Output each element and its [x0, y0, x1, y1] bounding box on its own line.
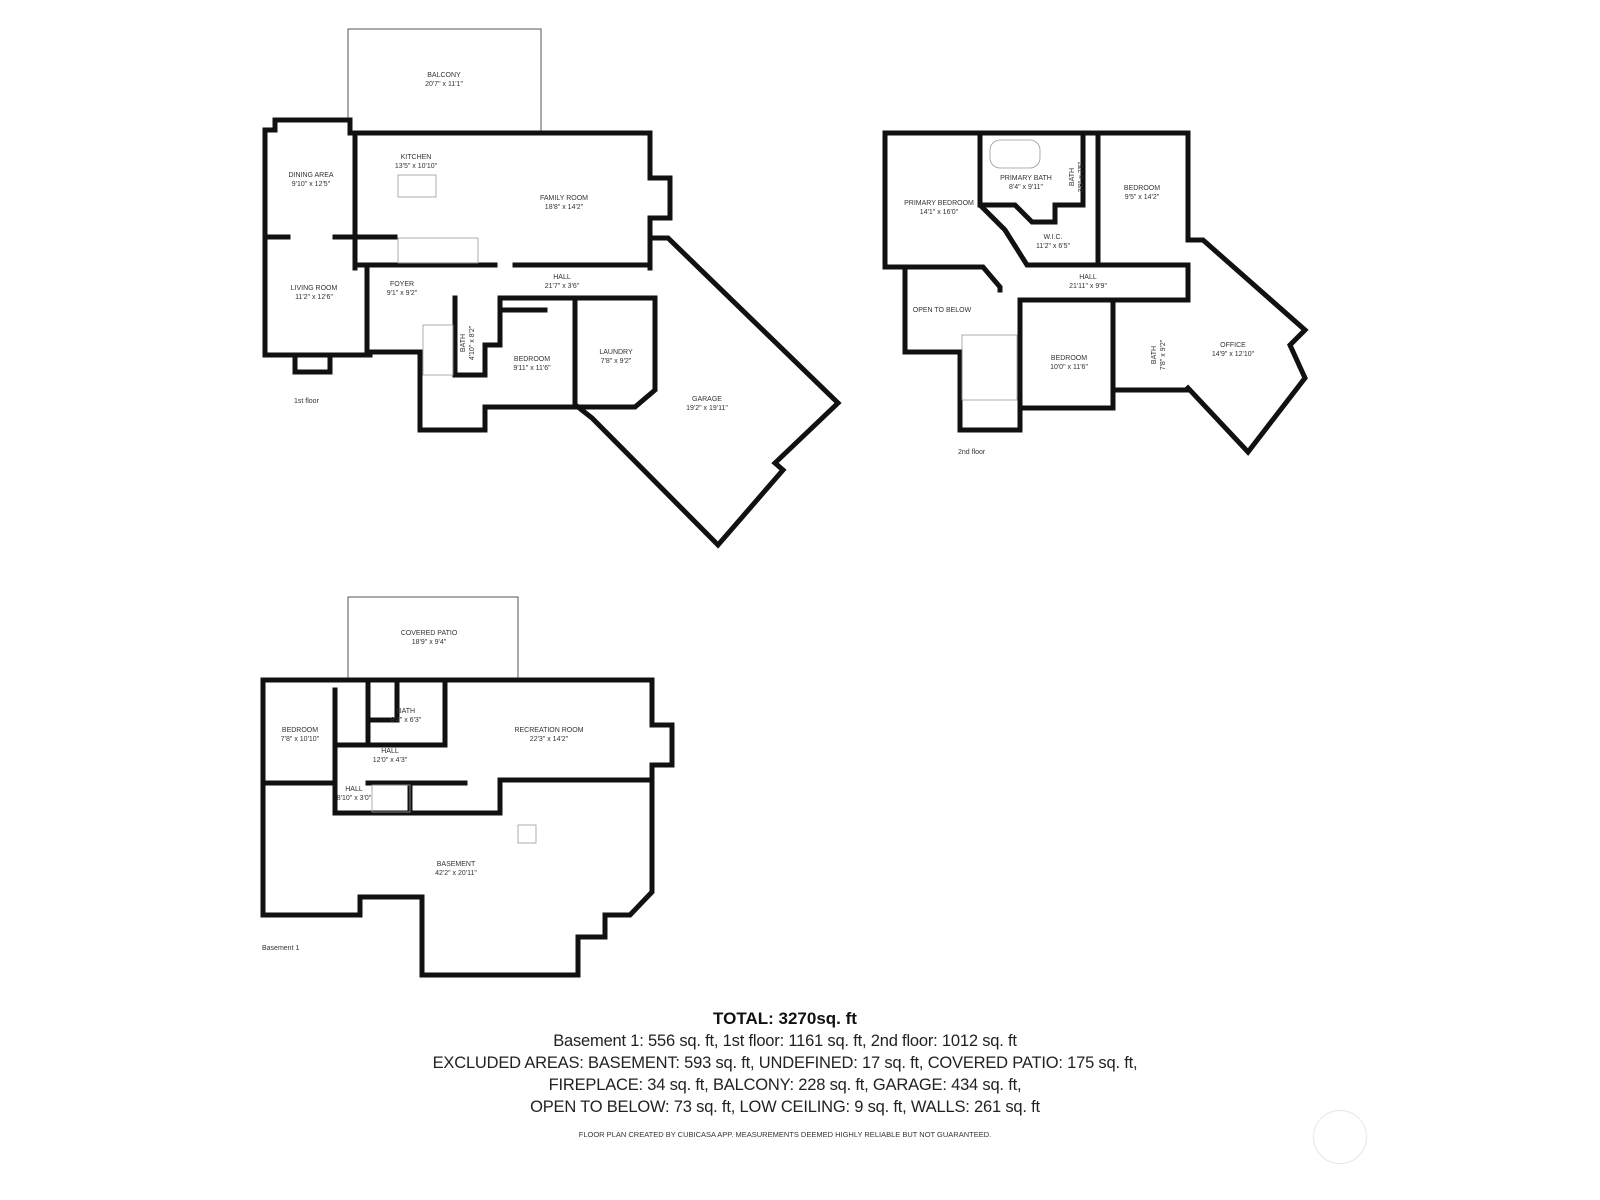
room-name: PRIMARY BATH: [1000, 175, 1052, 182]
room-name: BEDROOM: [1124, 185, 1160, 192]
basement-plan: COVERED PATIO 18'9" x 9'4" BEDROOM 7'8" …: [260, 596, 675, 978]
wall: [882, 264, 1003, 293]
room-name: BEDROOM: [514, 356, 550, 363]
room-name: HALL: [1079, 274, 1097, 281]
room-name: OFFICE: [1220, 342, 1246, 349]
room-name: BEDROOM: [282, 727, 318, 734]
room-name: BASEMENT: [437, 861, 476, 868]
total-area: TOTAL: 3270sq. ft: [713, 1009, 857, 1028]
room-size: 18'8" x 14'2": [545, 204, 584, 211]
room-size: 14'9" x 12'10": [1212, 351, 1255, 358]
room-name: BATH: [1151, 346, 1158, 364]
room-name: BALCONY: [427, 72, 461, 79]
summary-line: Basement 1: 556 sq. ft, 1st floor: 1161 …: [553, 1032, 1017, 1050]
staircase: [961, 334, 1018, 401]
room-size: 9'10" x 12'5": [292, 181, 331, 188]
room-size: 12'0" x 4'3": [373, 757, 408, 764]
floor-label: Basement 1: [262, 945, 299, 952]
staircase: [371, 784, 411, 813]
room-size: 11'2" x 12'6": [295, 294, 333, 301]
wall: [365, 677, 400, 723]
fireplace: [292, 352, 333, 375]
watermark-logo: [1313, 1110, 1367, 1164]
wall: [902, 264, 1191, 433]
wall: [572, 295, 658, 410]
wall: [977, 130, 1101, 268]
room-name: LIVING ROOM: [291, 285, 338, 292]
room-size: 13'5" x 10'10": [395, 163, 438, 170]
room-size: 9'11" x 11'6": [513, 365, 551, 372]
room-name: GARAGE: [692, 396, 722, 403]
room-size: 8'4" x 9'11": [1009, 184, 1043, 191]
room-size: 19'2" x 19'11": [686, 405, 728, 412]
kitchen-island: [397, 174, 437, 198]
floor-label: 2nd floor: [958, 449, 986, 456]
wall: [262, 117, 373, 358]
room-size: 21'7" x 3'6": [545, 283, 580, 290]
room-size: 10'0" x 11'6": [1050, 364, 1088, 371]
room-name: BATH: [1069, 168, 1076, 186]
room-size: 42'2" x 20'11": [435, 870, 477, 877]
staircase: [397, 237, 479, 264]
room-name: HALL: [381, 748, 399, 755]
bathtub: [989, 139, 1041, 169]
room-name: HALL: [345, 786, 363, 793]
room-name: RECREATION ROOM: [514, 727, 583, 734]
room-size: 18'9" x 9'4": [412, 639, 447, 646]
column: [517, 824, 537, 844]
garage-wall: [574, 235, 842, 549]
room-name: KITCHEN: [401, 154, 432, 161]
wall: [1017, 130, 1191, 411]
summary-line: FIREPLACE: 34 sq. ft, BALCONY: 228 sq. f…: [548, 1076, 1022, 1094]
wall: [452, 295, 653, 378]
room-name: OPEN TO BELOW: [913, 307, 972, 314]
summary-line: EXCLUDED AREAS: BASEMENT: 593 sq. ft, UN…: [432, 1054, 1138, 1072]
room-size: 9'5" x 14'2": [1125, 194, 1160, 201]
office-wall: [1184, 237, 1309, 456]
room-name: BATH: [397, 708, 415, 715]
room-name: LAUNDRY: [599, 349, 633, 356]
room-name: HALL: [553, 274, 571, 281]
room-name: W.I.C.: [1043, 234, 1062, 241]
wall: [260, 677, 675, 978]
room-size: 4'10" x 8'2": [469, 325, 476, 360]
room-size: 9'1" x 9'2": [387, 290, 418, 297]
room-size: 14'1" x 16'0": [920, 209, 959, 216]
wall: [332, 677, 448, 748]
staircase: [422, 324, 454, 376]
room-size: 3'8" x 7'5": [1078, 161, 1085, 192]
disclaimer: FLOOR PLAN CREATED BY CUBICASA APP. MEAS…: [578, 1130, 992, 1139]
room-size: 20'7" x 11'1": [425, 81, 463, 88]
wall: [332, 687, 655, 816]
room-size: 11'2" x 6'5": [1036, 243, 1070, 250]
room-name: COVERED PATIO: [401, 630, 458, 637]
room-size: 7'8" x 10'10": [281, 736, 320, 743]
room-name: BATH: [460, 334, 467, 352]
floor-label: 1st floor: [294, 398, 320, 405]
room-name: FAMILY ROOM: [540, 195, 588, 202]
first-floor-plan: BALCONY 20'7" x 11'1" DINING AREA 9'10" …: [262, 28, 842, 549]
area-summary: TOTAL: 3270sq. ft Basement 1: 556 sq. ft…: [0, 1008, 1570, 1139]
wall: [977, 130, 1086, 225]
wall: [364, 295, 578, 433]
room-size: 7'8" x 9'2": [1160, 339, 1167, 370]
summary-line: OPEN TO BELOW: 73 sq. ft, LOW CEILING: 9…: [530, 1098, 1040, 1116]
room-name: FOYER: [390, 281, 414, 288]
second-floor-plan: PRIMARY BEDROOM 14'1" x 16'0" PRIMARY BA…: [882, 130, 1309, 456]
room-size: 8'4" x 6'3": [391, 717, 422, 724]
wall: [882, 130, 1191, 270]
room-size: 21'11" x 9'9": [1069, 283, 1107, 290]
room-size: 7'8" x 9'2": [601, 358, 632, 365]
room-name: DINING AREA: [288, 172, 333, 179]
room-name: PRIMARY BEDROOM: [904, 200, 974, 207]
room-name: BEDROOM: [1051, 355, 1087, 362]
room-size: 8'10" x 3'0": [337, 795, 372, 802]
room-size: 22'3" x 14'2": [530, 736, 569, 743]
wall: [347, 130, 673, 271]
